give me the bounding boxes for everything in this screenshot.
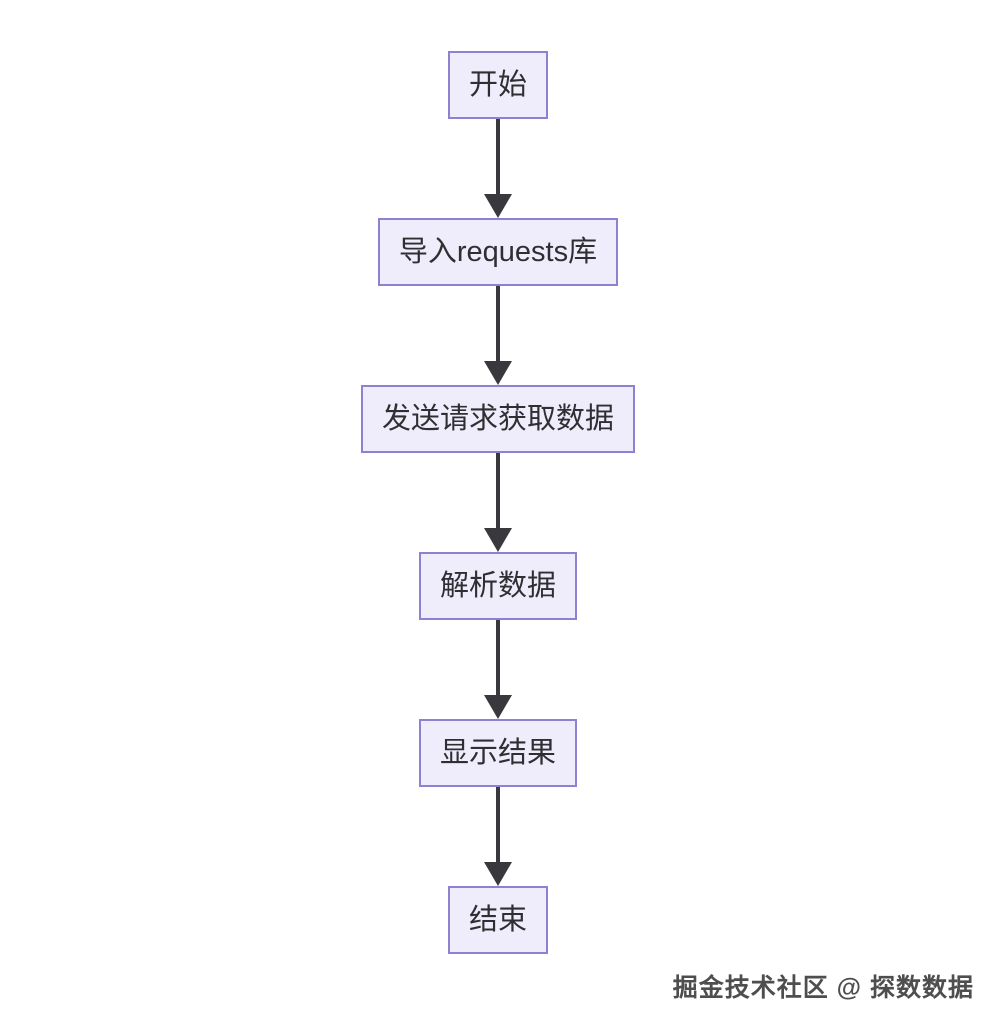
- arrow-shaft: [496, 620, 500, 695]
- arrow-shaft: [496, 119, 500, 194]
- flowchart: 开始 导入requests库 发送请求获取数据 解析数据 显示结果 结束: [0, 51, 996, 954]
- arrow-down-icon: [484, 286, 512, 385]
- flow-node-parse: 解析数据: [418, 552, 577, 620]
- arrow-head: [484, 194, 512, 218]
- arrow-head: [484, 361, 512, 385]
- arrow-shaft: [496, 787, 500, 862]
- arrow-down-icon: [484, 787, 512, 886]
- arrow-down-icon: [484, 453, 512, 552]
- arrow-shaft: [496, 286, 500, 361]
- flow-node-import: 导入requests库: [377, 218, 619, 286]
- arrow-head: [484, 528, 512, 552]
- watermark: 掘金技术社区 @ 探数数据: [672, 974, 974, 1002]
- flow-node-start: 开始: [447, 51, 548, 119]
- flow-node-request: 发送请求获取数据: [360, 385, 635, 453]
- arrow-head: [484, 862, 512, 886]
- flow-node-end: 结束: [447, 886, 548, 954]
- arrow-down-icon: [484, 119, 512, 218]
- arrow-shaft: [496, 453, 500, 528]
- arrow-head: [484, 695, 512, 719]
- arrow-down-icon: [484, 620, 512, 719]
- flow-node-display: 显示结果: [418, 719, 577, 787]
